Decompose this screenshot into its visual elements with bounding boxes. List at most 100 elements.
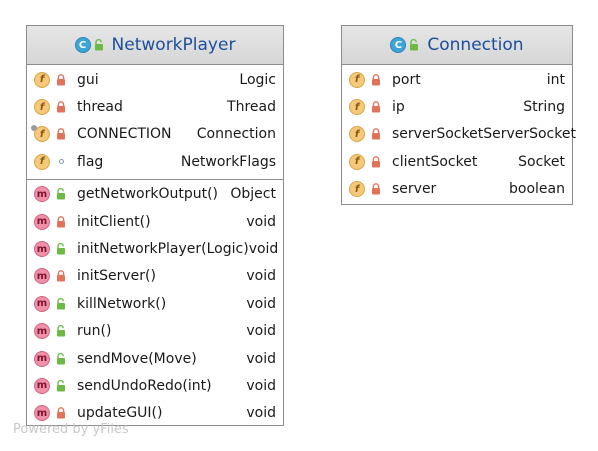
public-unlock-icon bbox=[55, 297, 67, 311]
member-type: void bbox=[246, 295, 276, 312]
field-icon: f bbox=[349, 71, 365, 88]
unlocked-icon bbox=[410, 39, 419, 51]
static-badge-icon bbox=[31, 124, 37, 131]
public-unlock-icon bbox=[55, 242, 67, 256]
member-type: void bbox=[246, 377, 276, 394]
member-name: ip bbox=[392, 99, 405, 116]
member-name: initServer() bbox=[77, 268, 156, 285]
method-icon: m bbox=[34, 295, 50, 312]
method-icon: m bbox=[34, 405, 50, 422]
field-row[interactable]: f ip String bbox=[342, 93, 572, 120]
member-type: boolean bbox=[509, 181, 565, 198]
method-row[interactable]: m initClient() void bbox=[27, 208, 283, 235]
private-lock-icon bbox=[55, 127, 67, 141]
method-row[interactable]: m killNetwork() void bbox=[27, 290, 283, 317]
private-lock-icon bbox=[55, 100, 67, 114]
watermark: Powered by yFiles bbox=[13, 422, 129, 437]
field-row[interactable]: f port int bbox=[342, 66, 572, 93]
method-row[interactable]: m initNetworkPlayer(Logic)void bbox=[27, 235, 283, 262]
class-header-connection: C Connection bbox=[342, 26, 572, 65]
private-lock-icon bbox=[55, 215, 67, 229]
member-type: void bbox=[246, 268, 276, 285]
method-icon: m bbox=[34, 186, 50, 203]
member-name: sendUndoRedo(int) bbox=[77, 377, 212, 394]
field-icon: f bbox=[349, 153, 365, 170]
field-icon: f bbox=[349, 99, 365, 116]
member-name: serverSocket bbox=[392, 126, 484, 143]
member-name: clientSocket bbox=[392, 153, 478, 170]
field-icon: f bbox=[34, 153, 50, 170]
member-type: Logic bbox=[239, 71, 276, 88]
member-name: server bbox=[392, 181, 437, 198]
public-unlock-icon bbox=[55, 352, 67, 366]
method-row[interactable]: m sendUndoRedo(int) void bbox=[27, 372, 283, 399]
member-type: int bbox=[546, 71, 565, 88]
class-name: Connection bbox=[427, 35, 524, 55]
member-type: NetworkFlags bbox=[180, 153, 276, 170]
method-icon: m bbox=[34, 350, 50, 367]
public-unlock-icon bbox=[55, 187, 67, 201]
private-lock-icon bbox=[55, 269, 67, 283]
member-type: void bbox=[246, 323, 276, 340]
field-icon: f bbox=[349, 126, 365, 143]
member-type: void bbox=[246, 405, 276, 422]
method-icon: m bbox=[34, 377, 50, 394]
private-lock-icon bbox=[370, 182, 382, 196]
private-lock-icon bbox=[370, 100, 382, 114]
member-type: Thread bbox=[227, 99, 276, 116]
field-row[interactable]: f server boolean bbox=[342, 176, 572, 203]
field-row[interactable]: f flag NetworkFlags bbox=[27, 148, 283, 175]
field-row[interactable]: f gui Logic bbox=[27, 66, 283, 93]
method-row[interactable]: m getNetworkOutput() Object bbox=[27, 181, 283, 208]
private-lock-icon bbox=[55, 406, 67, 420]
member-type: void bbox=[246, 213, 276, 230]
member-name: port bbox=[392, 71, 421, 88]
field-icon: f bbox=[34, 71, 50, 88]
member-name: getNetworkOutput() bbox=[77, 186, 218, 203]
member-name: CONNECTION bbox=[77, 126, 172, 143]
member-name: gui bbox=[77, 71, 99, 88]
class-icon: C bbox=[74, 37, 91, 53]
field-row[interactable]: f thread Thread bbox=[27, 93, 283, 120]
class-box-connection[interactable]: C Connection f port int f ip String f serverSoc… bbox=[341, 25, 576, 206]
member-name: sendMove(Move) bbox=[77, 350, 197, 367]
member-name: killNetwork() bbox=[77, 295, 167, 312]
unlocked-icon bbox=[94, 39, 103, 51]
method-row[interactable]: m initServer() void bbox=[27, 263, 283, 290]
member-type: String bbox=[523, 99, 565, 116]
member-name: flag bbox=[77, 153, 104, 170]
method-icon: m bbox=[34, 323, 50, 340]
method-row[interactable]: m run() void bbox=[27, 318, 283, 345]
member-name: run() bbox=[77, 323, 112, 340]
public-unlock-icon bbox=[55, 379, 67, 393]
private-lock-icon bbox=[370, 73, 382, 87]
member-name: thread bbox=[77, 99, 123, 116]
class-icon: C bbox=[390, 37, 407, 53]
member-type: Object bbox=[230, 186, 276, 203]
private-lock-icon bbox=[370, 127, 382, 141]
member-type: Connection bbox=[196, 126, 276, 143]
method-icon: m bbox=[34, 213, 50, 230]
method-icon: m bbox=[34, 241, 50, 258]
member-name: initClient() bbox=[77, 213, 151, 230]
private-lock-icon bbox=[370, 155, 382, 169]
package-dot-icon bbox=[55, 155, 67, 169]
public-unlock-icon bbox=[55, 324, 67, 338]
method-row[interactable]: m sendMove(Move) void bbox=[27, 345, 283, 372]
method-icon: m bbox=[34, 268, 50, 285]
member-type: ServerSocket bbox=[483, 126, 576, 143]
member-type: void bbox=[246, 350, 276, 367]
methods-section: m getNetworkOutput() Object m initClient() vo… bbox=[27, 180, 283, 431]
member-name: initNetworkPlayer(Logic) bbox=[77, 241, 249, 258]
field-icon: f bbox=[34, 99, 50, 116]
member-type: void bbox=[248, 241, 279, 258]
field-icon: f bbox=[349, 181, 365, 198]
private-lock-icon bbox=[55, 73, 67, 87]
